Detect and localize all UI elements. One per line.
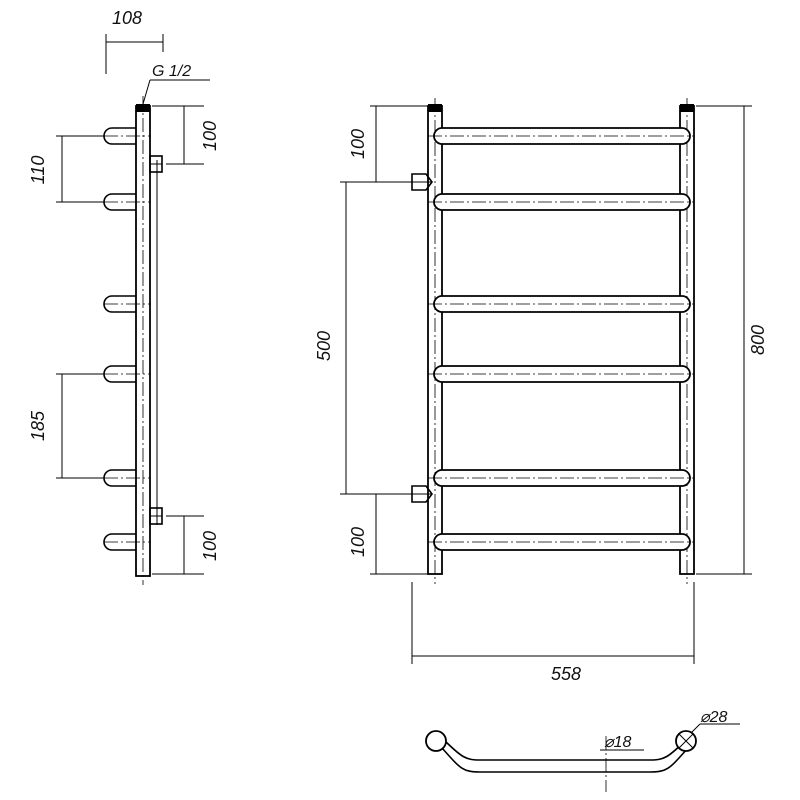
front-bottom-nozzle: [411, 485, 433, 503]
dim-side-bottom-offset-label: 100: [200, 531, 220, 561]
side-rail-stubs: [103, 127, 150, 551]
dim-front-bottom-offset: 100: [348, 494, 428, 575]
dim-side-upper-pitch-label: 110: [28, 156, 48, 185]
dim-side-lower-pitch-label: 185: [28, 410, 48, 441]
side-top-nozzle: [149, 155, 163, 173]
dim-side-upper-pitch: 110: [28, 135, 104, 203]
section-left-collector: [425, 730, 447, 752]
dim-side-top-offset: 100: [152, 105, 220, 165]
front-rails: [428, 127, 694, 551]
dim-front-top-offset-label: 100: [348, 129, 368, 159]
rail-profile-inner: [441, 737, 689, 761]
dim-rail-diameter-label: ⌀18: [604, 734, 632, 751]
thread-label: G 1/2: [152, 63, 191, 80]
dim-front-height: 800: [696, 105, 768, 575]
thread-leader: G 1/2: [142, 63, 210, 105]
dim-front-connection-label: 500: [314, 331, 334, 361]
dim-side-lower-pitch: 185: [28, 373, 104, 479]
dim-front-connection: 500: [314, 181, 412, 495]
rail-profile-outer: [441, 747, 689, 773]
dim-front-width: 558: [411, 582, 695, 684]
dim-front-width-label: 558: [551, 664, 581, 684]
dim-outer-diameter: ⌀28: [691, 709, 740, 733]
dim-side-top-offset-label: 100: [200, 121, 220, 151]
dim-front-bottom-offset-label: 100: [348, 527, 368, 557]
dim-side-bottom-offset: 100: [152, 515, 220, 575]
side-bottom-nozzle: [149, 507, 163, 525]
dim-front-top-offset: 100: [348, 105, 428, 183]
dim-side-depth-label: 108: [112, 8, 142, 28]
side-view: 108 G 1/2 100 100 110: [28, 8, 220, 585]
front-view: 100 500 100 800 558: [314, 98, 768, 684]
section-view: ⌀28 ⌀18: [425, 709, 740, 792]
dim-rail-diameter: ⌀18: [600, 734, 644, 751]
front-top-nozzle: [411, 173, 433, 191]
dim-outer-diameter-label: ⌀28: [700, 709, 728, 726]
dim-front-height-label: 800: [748, 325, 768, 355]
dim-side-depth: 108: [105, 8, 164, 74]
